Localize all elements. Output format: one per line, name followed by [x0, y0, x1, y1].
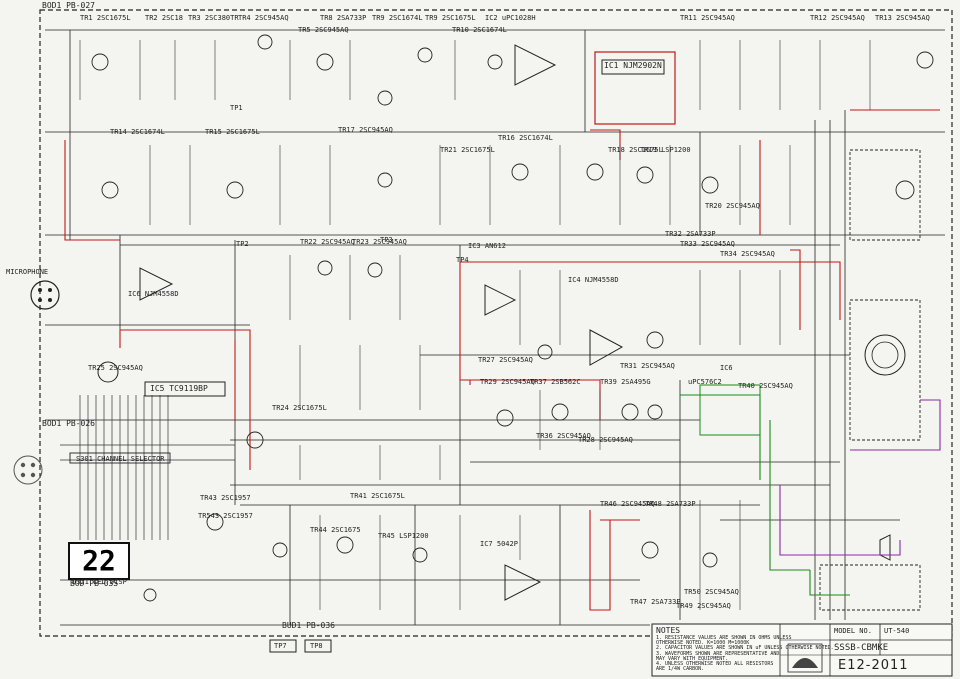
tr4-label: TR4 2SC945AQ: [238, 14, 289, 22]
tr41-label: TR41 2SC1675L: [350, 492, 405, 500]
ic6-label: IC6 NJM4558D: [128, 290, 179, 298]
tr49-label: TR49 2SC945AQ: [676, 602, 731, 610]
led-display-label: D321 LED DISP: [72, 578, 127, 586]
tr23-label: TR23 2SC945AQ: [352, 238, 407, 246]
tr28-label: TR28 2SC945AQ: [578, 436, 633, 444]
tr32-label: TR32 2SA733P: [665, 230, 716, 238]
note-line: 1. RESISTANCE VALUES ARE SHOWN IN OHMS U…: [656, 635, 792, 641]
tr13-label: TR13 2SC945AQ: [875, 14, 930, 22]
tr44-label: TR44 2SC1675: [310, 526, 361, 534]
board-label-pb035: BOD PB-035: [70, 579, 119, 588]
led-channel-display: 22: [68, 542, 130, 580]
tr12-label: TR12 2SC945AQ: [810, 14, 865, 22]
tr50-label: TR50 2SC945AQ: [684, 588, 739, 596]
model-number: UT-540: [884, 627, 910, 635]
tr16-label: TR16 2SC1674L: [498, 134, 553, 142]
notes-title: NOTES: [656, 626, 681, 635]
tr8-label: TR8 2SA733P: [320, 14, 367, 22]
tr9a-label: TR9 2SC1674L: [372, 14, 423, 22]
note-line: MAY VARY WITH EQUIPMENT.: [656, 655, 729, 662]
tr9b-label: TR9 2SC1675L: [425, 14, 476, 22]
tr31-label: TR31 2SC945AQ: [620, 362, 675, 370]
tr25-label: TR25 2SC945AQ: [88, 364, 143, 372]
ic4-label: IC4 NJM4558D: [568, 276, 619, 284]
tr10-label: TR10 2SC1674L: [452, 26, 507, 34]
tr33-label: TR33 2SC945AQ: [680, 240, 735, 248]
tr46-label: TR46 2SC945AQ: [600, 500, 655, 508]
tr17-label: TR17 2SC945AQ: [338, 126, 393, 134]
tr47-label: TR47 2SA733P: [630, 598, 681, 606]
ic6b-label: IC6: [720, 364, 733, 372]
tr11-label: TR11 2SC945AQ: [680, 14, 735, 22]
tr43-label: TR43 2SC1957: [200, 494, 251, 502]
ic1-label: IC1 NJM2902N: [604, 61, 662, 70]
tr40-label: TR40 2SC945AQ: [738, 382, 793, 390]
model-no-label: MODEL NO.: [834, 627, 872, 635]
tp7-label: TP7: [274, 642, 287, 650]
note-line: 4. UNLESS OTHERWISE NOTED ALL RESISTORS: [656, 661, 774, 667]
microphone-label: MICROPHONE: [6, 268, 49, 276]
board-label-pb036: BUD1 PB-036: [282, 621, 335, 630]
ic3-label: IC3 AN612: [468, 242, 506, 250]
tr29-label: TR29 2SC945AQ: [480, 378, 535, 386]
tr18-label: TR18 2SC1675L: [608, 146, 663, 154]
product-name: SSSB-CBMKE: [834, 643, 889, 653]
note-line: 2. CAPACITOR VALUES ARE SHOWN IN uF UNLE…: [656, 645, 834, 652]
tr22-label: TR22 2SC945AQ: [300, 238, 355, 246]
note-line: 3. WAVEFORMS SHOWN ARE REPRESENTATIVE AN…: [656, 650, 780, 657]
tp2-label: TP2: [236, 240, 249, 248]
tr24-label: TR24 2SC1675L: [272, 404, 327, 412]
tr21-label: TR21 2SC1675L: [440, 146, 495, 154]
tr3-label: TR3 2SC380TR: [188, 14, 239, 22]
tp1-label: TP1: [230, 104, 243, 112]
tr14-label: TR14 2SC1674L: [110, 128, 165, 136]
ic5-label: IC5 TC9119BP: [150, 384, 208, 393]
upc576-label: uPC576C2: [688, 378, 722, 386]
tr27-label: TR27 2SC945AQ: [478, 356, 533, 364]
tr5-label: TR5 2SC945AQ: [298, 26, 349, 34]
tr2-label: TR2 2SC18: [145, 14, 183, 22]
tr19-label: TR19 LSP1200: [640, 146, 691, 154]
tr20-label: TR20 2SC945AQ: [705, 202, 760, 210]
board-label-pb026: BOD1 PB-026: [42, 419, 95, 428]
tr48-label: TR48 2SA733P: [645, 500, 696, 508]
ic7-label: IC7 5042P: [480, 540, 518, 548]
tr15-label: TR15 2SC1675L: [205, 128, 260, 136]
tr37-label: TR37 2SB562C: [530, 378, 581, 386]
tr45-label: TR45 LSP1200: [378, 532, 429, 540]
tr34-label: TR34 2SC945AQ: [720, 250, 775, 258]
board-label-pb027: BOD1 PB-027: [42, 1, 95, 10]
tr36-label: TR36 2SC945AQ: [536, 432, 591, 440]
tp4-label: TP4: [456, 256, 469, 264]
note-line: OTHERWISE NOTED. K=1000 M=1000K: [656, 640, 750, 647]
tr1-label: TR1 2SC1675L: [80, 14, 131, 22]
tr39-label: TR39 2SA495G: [600, 378, 651, 386]
tr543-label: TR543 2SC1957: [198, 512, 253, 520]
channel-selector-label: S301 CHANNEL SELECTOR: [76, 455, 165, 463]
note-line: ARE 1/4W CARBON.: [656, 666, 705, 673]
tp8-label: TP8: [310, 642, 323, 650]
tp3-label: TP3: [380, 236, 393, 244]
drawing-number: E12-2011: [838, 658, 909, 673]
ic2-label: IC2 uPC1028H: [485, 14, 536, 22]
